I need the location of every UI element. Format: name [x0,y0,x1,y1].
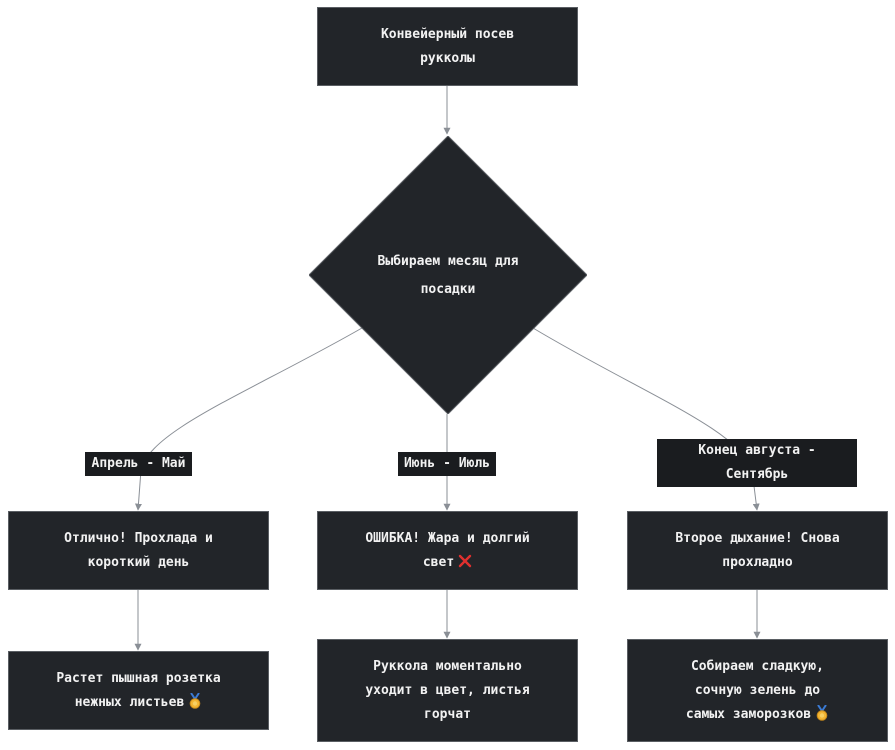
outcome-right-node: Второе дыхание! Снова прохладно [627,511,888,590]
outcome-left-label: Отлично! Прохлада и короткий день [64,530,213,570]
cross-mark-icon [458,554,472,567]
start-node-label: Конвейерный посев рукколы [380,26,515,66]
decision-label: Выбираем месяц для посадки [340,250,556,302]
result-left-content: Растет пышная розетка нежных листьев [56,667,220,715]
result-right-label: Собираем сладкую, сочную зелень до самых… [685,658,825,722]
result-right-content: Собираем сладкую, сочную зелень до самых… [686,655,829,727]
decision-diamond [309,136,587,414]
result-left-node: Растет пышная розетка нежных листьев [8,651,269,730]
outcome-center-label: ОШИБКА! Жара и долгий свет [365,530,530,570]
edge-label-center: Июнь - Июль [398,452,496,476]
edge-label-right-text: Конец августа - Сентябрь [698,443,816,482]
outcome-center-content: ОШИБКА! Жара и долгий свет [365,527,529,575]
edge-label-center-text: Июнь - Июль [403,456,491,471]
medal-icon [189,692,201,709]
outcome-right-label: Второе дыхание! Снова прохладно [675,530,840,570]
decision-label-text: Выбираем месяц для посадки [377,254,519,297]
outcome-left-node: Отлично! Прохлада и короткий день [8,511,269,590]
edge-label-right: Конец августа - Сентябрь [657,439,857,487]
result-right-node: Собираем сладкую, сочную зелень до самых… [627,639,888,742]
start-node: Конвейерный посев рукколы [317,7,578,86]
edge-label-left-text: Апрель - Май [91,456,186,471]
result-left-label: Растет пышная розетка нежных листьев [56,670,221,710]
edge-label-left: Апрель - Май [85,452,192,476]
result-center-label: Руккола моментально уходит в цвет, листь… [365,658,530,722]
medal-icon [816,704,828,721]
outcome-center-node: ОШИБКА! Жара и долгий свет [317,511,578,590]
result-center-node: Руккола моментально уходит в цвет, листь… [317,639,578,742]
